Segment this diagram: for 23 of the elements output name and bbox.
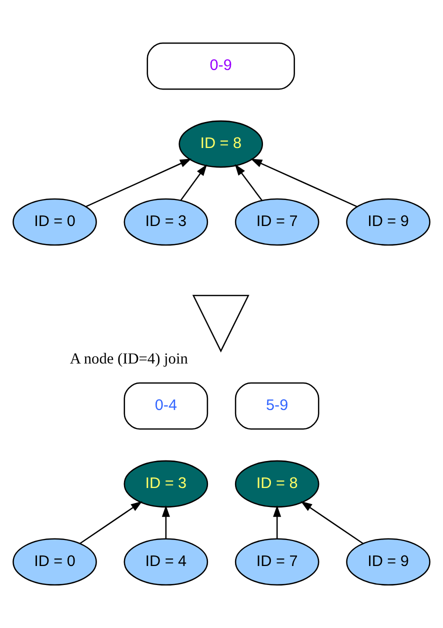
node-ellipse: ID = 0: [12, 538, 97, 586]
arrow: [300, 501, 364, 544]
arrow: [180, 164, 207, 200]
arrow: [80, 501, 142, 544]
node-box: 0-9: [146, 42, 295, 90]
arrow: [162, 505, 170, 539]
node-ellipse: ID = 8: [234, 460, 320, 508]
node-ellipse: ID = 7: [234, 198, 320, 246]
node-box: 5-9: [234, 382, 320, 430]
node-label: A node (ID=4) join: [70, 350, 188, 368]
arrow: [273, 505, 282, 539]
arrow: [234, 164, 263, 201]
node-ellipse: ID = 4: [124, 538, 208, 586]
node-box: 0-4: [124, 382, 208, 430]
node-ellipse: ID = 9: [346, 538, 430, 586]
node-ellipse: ID = 3: [124, 460, 208, 508]
node-ellipse: ID = 3: [124, 198, 208, 246]
arrow: [86, 158, 192, 208]
node-ellipse: ID = 7: [234, 538, 320, 586]
node-ellipse: ID = 0: [12, 198, 97, 246]
node-arrow: [192, 294, 250, 352]
node-ellipse: ID = 9: [346, 198, 430, 246]
arrow: [250, 158, 358, 208]
